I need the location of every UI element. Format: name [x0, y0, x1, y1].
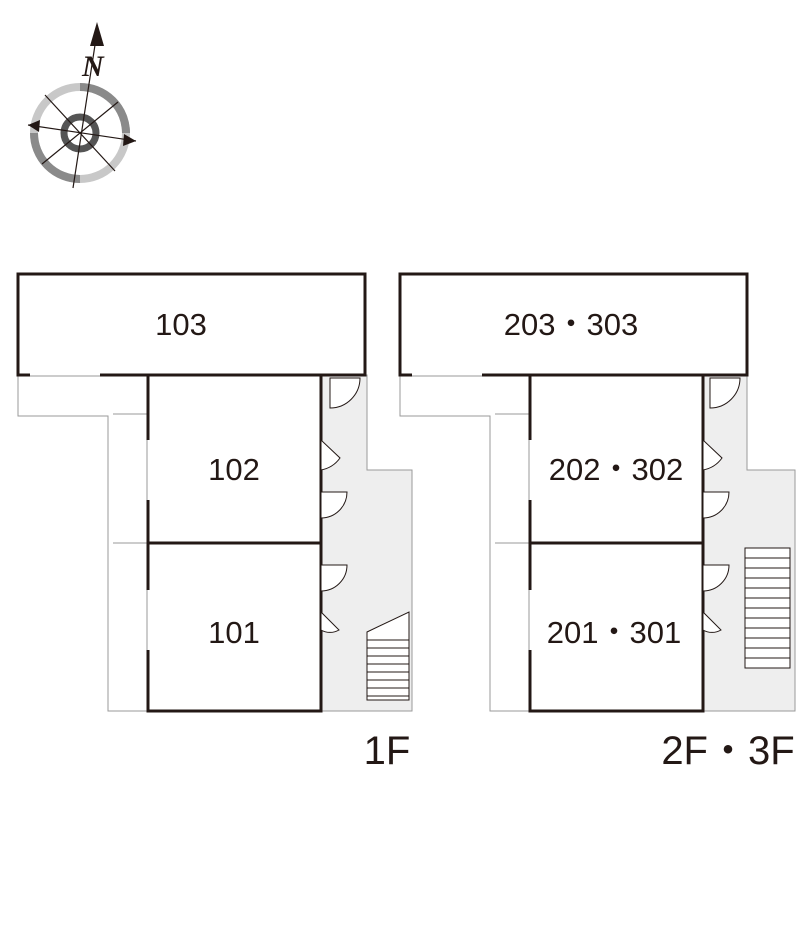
door-icon	[702, 377, 741, 633]
room-label-202-302: 202・302	[549, 452, 683, 487]
floor-plan-2f-3f: 203・303 202・302 201・301 2F・3F	[398, 272, 796, 773]
compass-icon: N	[27, 22, 137, 189]
door-icon	[320, 377, 361, 633]
room-label-201-301: 201・301	[547, 615, 681, 650]
room-label-203-303: 203・303	[504, 307, 638, 342]
room-label-102: 102	[208, 452, 260, 487]
stairs-icon	[366, 611, 410, 701]
floor-label-2f-3f: 2F・3F	[661, 729, 794, 773]
floor-plan-1f: 103 102 101 1F	[16, 272, 413, 773]
room-label-103: 103	[155, 307, 207, 342]
compass-north-label: N	[81, 50, 105, 83]
stairs-icon	[744, 547, 791, 669]
room-label-101: 101	[208, 615, 260, 650]
floor-label-1f: 1F	[364, 729, 411, 773]
